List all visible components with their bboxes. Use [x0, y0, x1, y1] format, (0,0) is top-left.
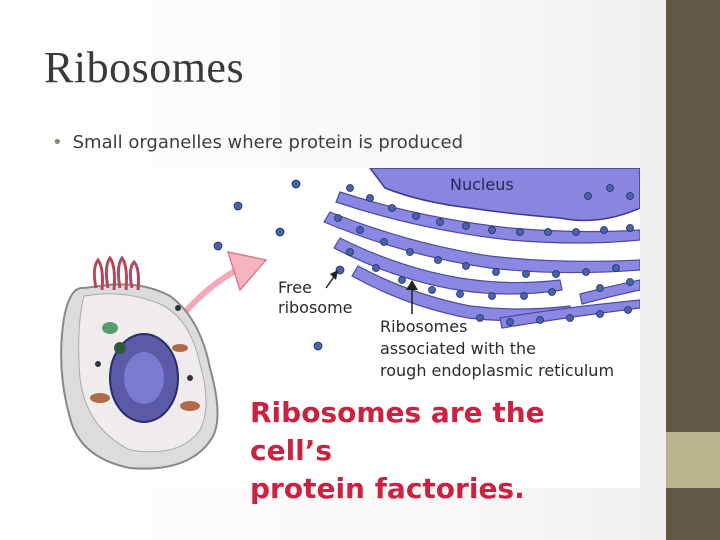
sidebar-top	[666, 0, 720, 432]
label-assoc-line1: Ribosomes	[380, 317, 468, 336]
bullet-text: Small organelles where protein is produc…	[72, 132, 464, 153]
cell-illustration	[60, 255, 219, 470]
pointer-arrow-head	[226, 251, 268, 292]
label-nucleus: Nucleus	[450, 175, 514, 194]
nucleus-shape	[369, 168, 640, 222]
caption-line1: Ribosomes are the cell’s	[250, 396, 545, 467]
caption-line2: protein factories.	[250, 472, 525, 505]
er-ribosomes	[334, 184, 634, 326]
ribosome-figure: Nucleus Free ribosome Ribosomes associat…	[40, 168, 640, 505]
free-ribosomes	[213, 179, 345, 351]
figure-illustration	[40, 168, 640, 488]
sidebar-accent	[666, 432, 720, 488]
bullet-item: • Small organelles where protein is produ…	[52, 132, 463, 153]
figure-caption: Ribosomes are the cell’s protein factori…	[250, 394, 630, 508]
slide-title: Ribosomes	[44, 43, 245, 92]
label-assoc-line3: rough endoplasmic reticulum	[380, 361, 615, 380]
sidebar-bottom	[666, 488, 720, 540]
bullet-dot-icon: •	[52, 132, 63, 153]
label-free-ribosome: Free ribosome	[278, 278, 368, 318]
label-free-line2: ribosome	[278, 298, 353, 317]
label-er-ribosomes: Ribosomes associated with the rough endo…	[380, 316, 650, 382]
label-free-line1: Free	[278, 278, 312, 297]
label-assoc-line2: associated with the	[380, 339, 536, 358]
